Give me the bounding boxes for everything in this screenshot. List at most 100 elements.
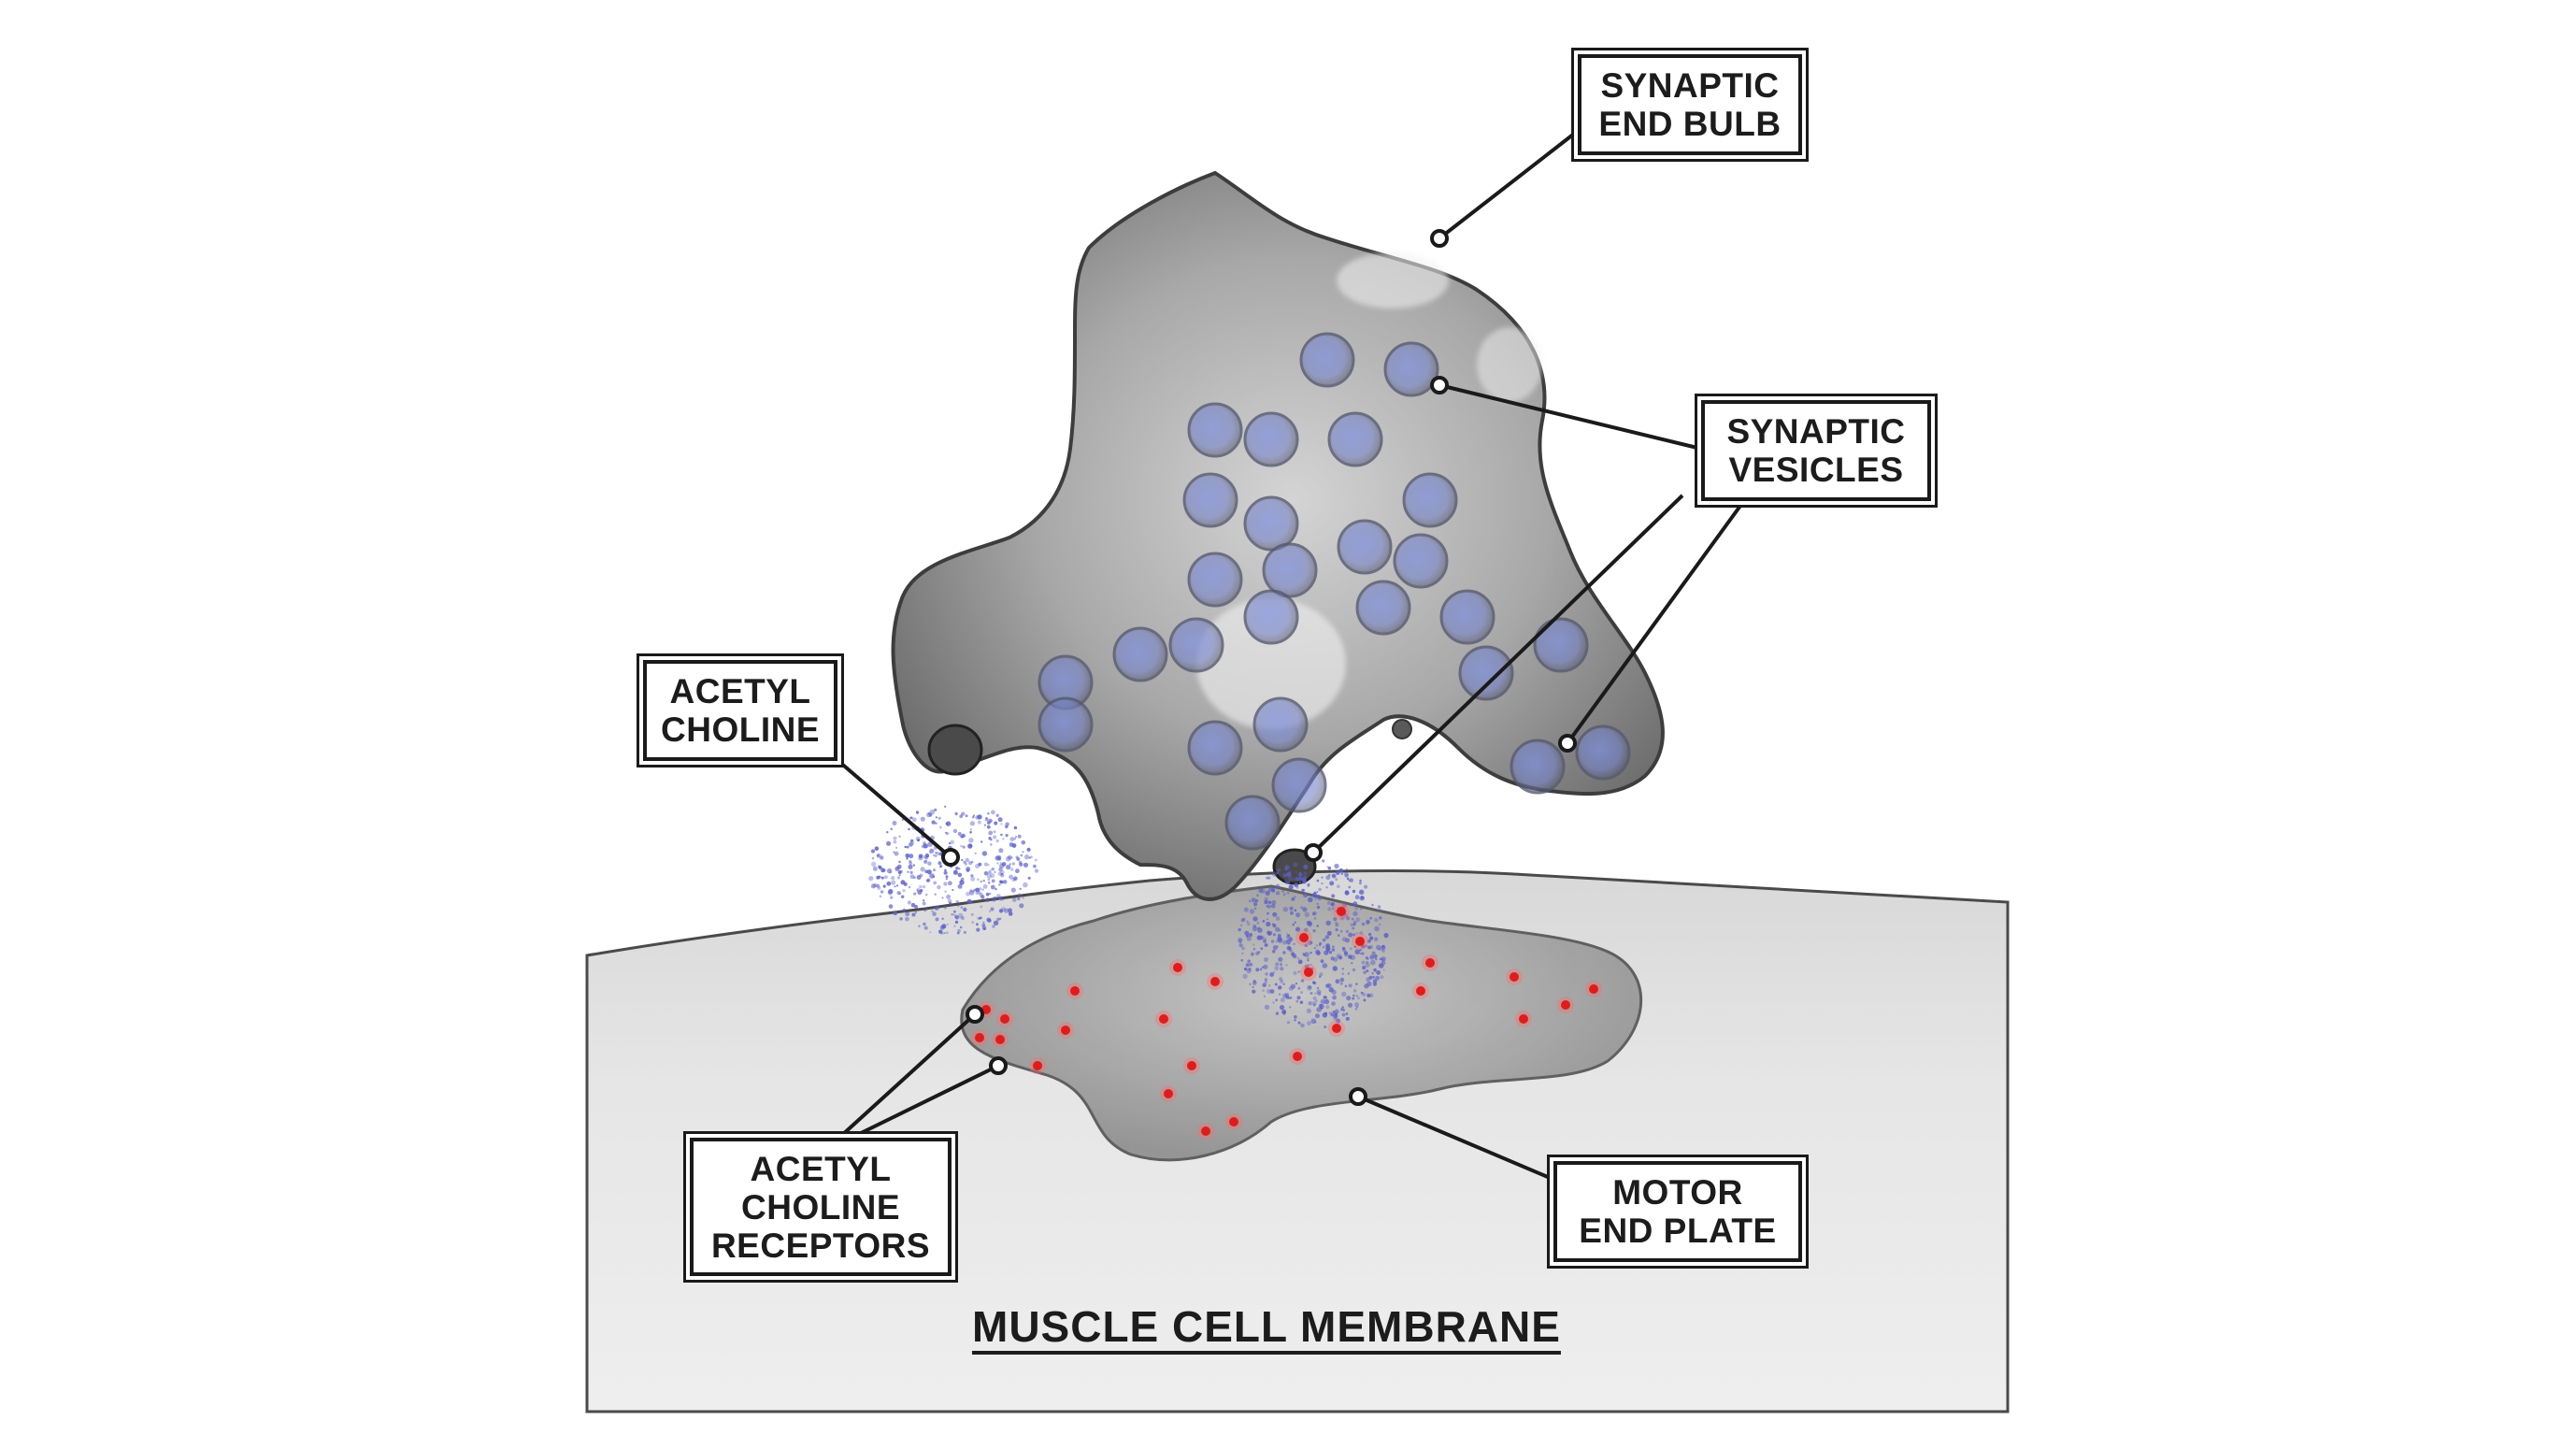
acetylcholine-particle: [898, 860, 901, 864]
acetylcholine-particle: [983, 862, 988, 867]
synaptic-vesicle: [1458, 645, 1514, 701]
acetylcholine-particle: [1371, 951, 1376, 955]
acetylcholine-particle: [967, 843, 973, 849]
bulb-highlight: [1196, 598, 1346, 729]
acetylcholine-particle: [1370, 959, 1376, 966]
acetylcholine-particle: [1292, 923, 1295, 926]
acetylcholine-particle: [1348, 932, 1353, 938]
synaptic-vesicle: [1243, 495, 1299, 552]
synaptic-vesicle: [1243, 589, 1299, 645]
acetylcholine-particle: [1324, 1026, 1327, 1028]
acetylcholine-particle: [1238, 938, 1243, 943]
acetylcholine-particle: [1332, 995, 1337, 1000]
acetylcholine-particle: [954, 920, 959, 925]
acetylcholine-particle: [880, 876, 884, 880]
acetylcholine-particle: [986, 820, 991, 825]
acetylcholine-particle: [1324, 997, 1328, 999]
acetylcholine-particle: [1325, 886, 1328, 889]
acetylcholine-particle: [991, 810, 995, 815]
acetylcholine-particle: [1006, 864, 1011, 870]
acetylcholine-particle: [1355, 931, 1359, 935]
acetylcholine-particle: [898, 835, 901, 838]
acetylcholine-particle: [909, 870, 913, 874]
acetylcholine-particle: [1279, 977, 1283, 982]
acetylcholine-particle: [1335, 923, 1339, 927]
acetylcholine-particle: [1016, 857, 1021, 861]
acetylcholine-particle: [1275, 926, 1281, 932]
acetylcholine-particle: [1324, 998, 1330, 1005]
acetylcholine-particle: [1309, 951, 1312, 954]
synaptic-vesicle: [1168, 617, 1224, 673]
acetylcholine-particle: [999, 863, 1005, 868]
acetylcholine-particle: [1282, 907, 1289, 912]
acetylcholine-particle: [955, 866, 959, 870]
acetylcholine-particle: [1379, 916, 1382, 920]
acetylcholine-particle: [1316, 989, 1322, 995]
acetylcholine-particle: [1005, 822, 1009, 827]
acetylcholine-particle: [915, 836, 921, 841]
acetylcholine-particle: [1251, 953, 1254, 956]
acetylcholine-particle: [1354, 906, 1358, 911]
acetylcholine-particle: [1314, 897, 1317, 900]
acetylcholine-particle: [990, 872, 995, 879]
acetylcholine-particle: [1309, 941, 1313, 944]
acetylcholine-particle: [906, 845, 909, 849]
acetylcholine-particle: [1246, 920, 1249, 923]
acetylcholine-particle: [1013, 837, 1016, 840]
acetylcholine-particle: [1378, 948, 1381, 952]
acetylcholine-particle: [1015, 868, 1020, 874]
acetylcholine-particle: [1241, 946, 1245, 951]
acetylcholine-particle: [1252, 947, 1256, 951]
acetylcholine-particle: [1315, 999, 1318, 1002]
acetylcholine-particle: [982, 884, 988, 889]
acetylcholine-particle: [1257, 926, 1261, 930]
acetylcholine-particle: [1267, 989, 1271, 994]
leader-line-end-bulb: [1438, 129, 1580, 240]
acetylcholine-particle: [926, 812, 932, 818]
acetylcholine-particle: [1360, 991, 1364, 995]
synaptic-vesicle: [1112, 626, 1168, 682]
acetylcholine-particle: [975, 891, 980, 896]
acetylcholine-receptor: [1000, 1014, 1009, 1024]
acetylcholine-particle: [1367, 993, 1370, 997]
acetylcholine-particle: [1332, 1011, 1336, 1013]
acetylcholine-particle: [1323, 946, 1325, 949]
acetylcholine-particle: [1316, 902, 1319, 906]
acetylcholine-particle: [1279, 1005, 1285, 1011]
acetylcholine-particle: [1312, 929, 1316, 933]
synaptic-vesicle: [1187, 402, 1243, 458]
acetylcholine-particle: [999, 896, 1005, 901]
acetylcholine-particle: [909, 859, 912, 864]
acetylcholine-particle: [1367, 939, 1371, 943]
acetylcholine-particle: [963, 907, 967, 912]
acetylcholine-particle: [1295, 982, 1298, 985]
acetylcholine-particle: [874, 846, 880, 851]
label-line: RECEPTORS: [710, 1226, 931, 1265]
acetylcholine-particle: [1374, 918, 1379, 923]
acetylcholine-particle: [990, 839, 993, 841]
acetylcholine-particle: [933, 881, 937, 885]
acetylcholine-particle: [924, 893, 928, 897]
acetylcholine-particle: [1287, 875, 1294, 882]
acetylcholine-particle: [1295, 886, 1299, 889]
acetylcholine-particle: [970, 874, 974, 878]
acetylcholine-particle: [1337, 934, 1340, 937]
acetylcholine-particle: [960, 844, 963, 848]
acetylcholine-particle: [1324, 950, 1329, 955]
acetylcholine-particle: [1363, 998, 1367, 1002]
acetylcholine-particle: [948, 841, 952, 845]
acetylcholine-particle: [1253, 907, 1257, 911]
acetylcholine-particle: [1326, 930, 1332, 936]
acetylcholine-particle: [1286, 1021, 1291, 1025]
acetylcholine-particle: [1352, 889, 1356, 894]
acetylcholine-particle: [1322, 1012, 1328, 1018]
acetylcholine-particle: [1352, 994, 1355, 997]
acetylcholine-particle: [871, 856, 875, 860]
acetylcholine-particle: [1354, 1002, 1359, 1008]
acetylcholine-particle: [1355, 983, 1358, 985]
pointer-dot: [1558, 734, 1577, 753]
acetylcholine-particle: [1365, 956, 1368, 960]
acetylcholine-particle: [1262, 983, 1267, 987]
acetylcholine-particle: [900, 880, 906, 885]
acetylcholine-particle: [1246, 968, 1252, 974]
